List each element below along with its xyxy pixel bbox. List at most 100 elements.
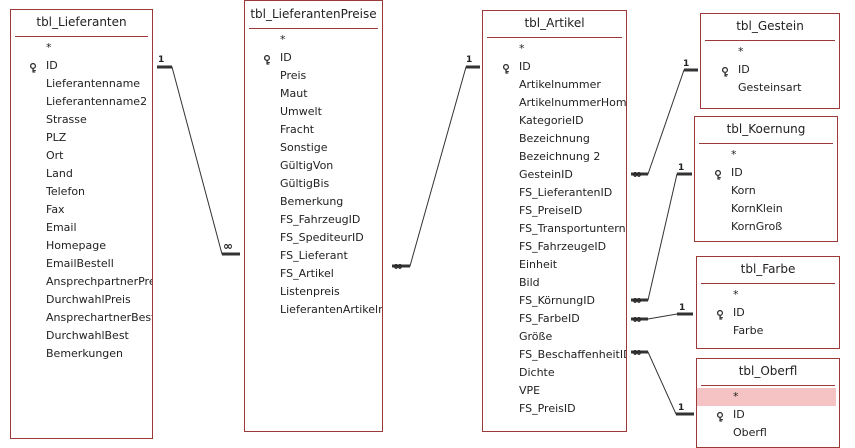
field-artikelnummer[interactable]: Artikelnummer [483,76,626,94]
relationship-line [631,69,698,175]
rel-koernung-artikel[interactable]: 1∞ [631,163,692,307]
field-fs-farbeid[interactable]: FS_FarbeID [483,310,626,328]
table-title[interactable]: tbl_Lieferanten [36,15,127,29]
key-icon [716,308,726,320]
field-fs-transportunternehmerid[interactable]: FS_TransportunternehmerID [483,220,626,238]
field-fs-spediteurid[interactable]: FS_SpediteurID [245,229,382,247]
field-fs-beschaffenheitid[interactable]: FS_BeschaffenheitID [483,346,626,364]
rel-lieferanten-preise[interactable]: 1∞ [157,55,240,256]
table-title[interactable]: tbl_Artikel [524,16,585,30]
field-all-columns[interactable]: * [483,40,626,58]
field-label: GültigVon [280,159,334,172]
rel-preise-artikel[interactable]: 1∞ [392,55,480,273]
field-kornklein[interactable]: KornKlein [695,200,837,218]
field-label: Strasse [46,113,87,126]
field-listenpreis[interactable]: Listenpreis [245,283,382,301]
field-homepage[interactable]: Homepage [11,237,152,255]
field-dichte[interactable]: Dichte [483,364,626,382]
field-korngroß[interactable]: KornGroß [695,218,837,236]
field-all-columns[interactable]: * [697,388,836,406]
title-divider [701,283,835,284]
field-id[interactable]: ID [701,61,839,79]
relationship-line [631,173,692,301]
field-gesteinsart[interactable]: Gesteinsart [701,79,839,97]
field-id[interactable]: ID [245,49,382,67]
field-bezeichnung-2[interactable]: Bezeichnung 2 [483,148,626,166]
field-bemerkungen[interactable]: Bemerkungen [11,345,152,363]
field-lieferantenartikelnr[interactable]: LieferantenArtikelnr [245,301,382,319]
table-title[interactable]: tbl_LieferantenPreise [250,7,377,21]
field-telefon[interactable]: Telefon [11,183,152,201]
field-fs-lieferantenid[interactable]: FS_LieferantenID [483,184,626,202]
field-lieferantenname[interactable]: Lieferantenname [11,75,152,93]
field-gesteinid[interactable]: GesteinID [483,166,626,184]
field-id[interactable]: ID [697,304,839,322]
key-icon [714,168,724,180]
field-durchwahlpreis[interactable]: DurchwahlPreis [11,291,152,309]
field-größe[interactable]: Größe [483,328,626,346]
field-ort[interactable]: Ort [11,147,152,165]
field-farbe[interactable]: Farbe [697,322,839,340]
field-sonstige[interactable]: Sonstige [245,139,382,157]
field-fracht[interactable]: Fracht [245,121,382,139]
field-fs-artikel[interactable]: FS_Artikel [245,265,382,283]
field-gültigbis[interactable]: GültigBis [245,175,382,193]
field-emailbestell[interactable]: EmailBestell [11,255,152,273]
table-title[interactable]: tbl_Oberfl [738,364,798,378]
field-email[interactable]: Email [11,219,152,237]
field-vpe[interactable]: VPE [483,382,626,400]
field-lieferantenname2[interactable]: Lieferantenname2 [11,93,152,111]
field-bezeichnung[interactable]: Bezeichnung [483,130,626,148]
field-fax[interactable]: Fax [11,201,152,219]
relationship-line [392,66,480,267]
field-einheit[interactable]: Einheit [483,256,626,274]
table-title[interactable]: tbl_Farbe [740,262,796,276]
field-durchwahlbest[interactable]: DurchwahlBest [11,327,152,345]
field-strasse[interactable]: Strasse [11,111,152,129]
field-fs-lieferant[interactable]: FS_Lieferant [245,247,382,265]
field-label: * [519,42,525,55]
field-all-columns[interactable]: * [245,31,382,49]
field-ansprechpartnerpreis[interactable]: AnsprechpartnerPreis [11,273,152,291]
field-umwelt[interactable]: Umwelt [245,103,382,121]
field-label: KornKlein [731,202,783,215]
field-plz[interactable]: PLZ [11,129,152,147]
table-title[interactable]: tbl_Koernung [726,122,806,136]
field-korn[interactable]: Korn [695,182,837,200]
field-id[interactable]: ID [11,57,152,75]
rel-farbe-artikel[interactable]: 1∞ [631,303,693,326]
field-all-columns[interactable]: * [695,146,837,164]
rel-gestein-artikel[interactable]: 1∞ [631,59,698,181]
field-label: Fracht [280,123,315,136]
field-fs-preiseid[interactable]: FS_PreiseID [483,202,626,220]
field-fs-fahrzeugid[interactable]: FS_FahrzeugID [245,211,382,229]
field-bemerkung[interactable]: Bemerkung [245,193,382,211]
field-fs-preisid[interactable]: FS_PreisID [483,400,626,418]
field-all-columns[interactable]: * [701,43,839,61]
field-kategorieid[interactable]: KategorieID [483,112,626,130]
field-all-columns[interactable]: * [11,39,152,57]
field-land[interactable]: Land [11,165,152,183]
field-label: FS_Artikel [280,267,334,280]
field-gültigvon[interactable]: GültigVon [245,157,382,175]
field-id[interactable]: ID [697,406,839,424]
field-maut[interactable]: Maut [245,85,382,103]
field-id[interactable]: ID [695,164,837,182]
field-all-columns[interactable]: * [697,286,839,304]
rel-oberfl-artikel[interactable]: 1∞ [631,345,694,416]
field-fs-körnungid[interactable]: FS_KörnungID [483,292,626,310]
field-fs-fahrzeugeid[interactable]: FS_FahrzeugeID [483,238,626,256]
field-ansprechartnerbestell[interactable]: AnsprechartnerBestell [11,309,152,327]
field-bild[interactable]: Bild [483,274,626,292]
field-id[interactable]: ID [483,58,626,76]
field-label: EmailBestell [46,257,114,270]
table-title[interactable]: tbl_Gestein [736,19,804,33]
field-artikelnummerhomepage[interactable]: ArtikelnummerHomepage [483,94,626,112]
field-preis[interactable]: Preis [245,67,382,85]
